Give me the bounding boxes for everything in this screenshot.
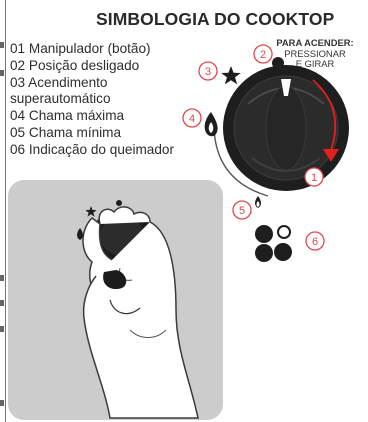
edge-fragment — [0, 42, 4, 48]
instruction-heading: PARA ACENDER: — [276, 37, 354, 48]
knob-edge-under-thumb — [103, 270, 127, 290]
legend-item-min-flame: 05 Chama mínima — [10, 124, 122, 140]
svg-text:1: 1 — [311, 172, 317, 184]
svg-text:4: 4 — [189, 113, 195, 125]
edge-fragment — [0, 275, 4, 281]
page-margin-line — [5, 0, 6, 422]
callout-6: 6 — [305, 231, 325, 251]
legend-item-auto-ignition: 03 Acendimento — [10, 74, 108, 90]
legend-item-off-position: 02 Posição desligado — [10, 57, 140, 73]
off-position-dot — [272, 57, 284, 69]
svg-text:5: 5 — [239, 205, 245, 217]
photo-flame-icon — [77, 228, 83, 240]
min-flame-icon — [255, 196, 261, 208]
instruction-line-press: PRESSIONAR — [284, 47, 346, 59]
edge-fragment — [0, 400, 4, 406]
svg-text:6: 6 — [312, 236, 318, 248]
photo-off-dot — [116, 200, 122, 206]
sweep-arc — [213, 123, 269, 197]
edge-fragment — [0, 300, 4, 306]
legend-item-burner-indicator: 06 Indicação do queimador — [10, 141, 174, 157]
rotation-arrow — [312, 79, 337, 151]
callout-1: 1 — [304, 167, 324, 187]
control-knob — [223, 65, 349, 191]
edge-fragment — [0, 70, 4, 76]
max-flame-icon — [204, 112, 218, 137]
legend-item-auto-ignition-cont: superautomático — [10, 91, 111, 107]
symbol-legend: 01 Manipulador (botão) 02 Posição deslig… — [10, 41, 174, 159]
callout-3: 3 — [198, 61, 218, 81]
rotation-arrow-head — [323, 149, 339, 162]
legend-item-max-flame: 04 Chama máxima — [10, 108, 125, 124]
page-title: SIMBOLOGIA DO COOKTOP — [96, 9, 335, 29]
callout-2: 2 — [253, 44, 273, 64]
ignition-instruction: PARA ACENDER: PRESSIONAR E GIRAR — [265, 37, 365, 70]
svg-text:3: 3 — [205, 66, 211, 78]
edge-fragment — [0, 326, 4, 332]
burner-indicator-icon — [255, 225, 292, 262]
star-icon — [221, 66, 241, 85]
instruction-line-turn: E GIRAR — [295, 58, 335, 69]
callout-5: 5 — [232, 200, 252, 220]
photo-star-icon — [85, 206, 97, 217]
svg-text:2: 2 — [260, 49, 266, 61]
callout-4: 4 — [182, 108, 202, 128]
legend-item-knob: 01 Manipulador (botão) — [10, 41, 151, 56]
